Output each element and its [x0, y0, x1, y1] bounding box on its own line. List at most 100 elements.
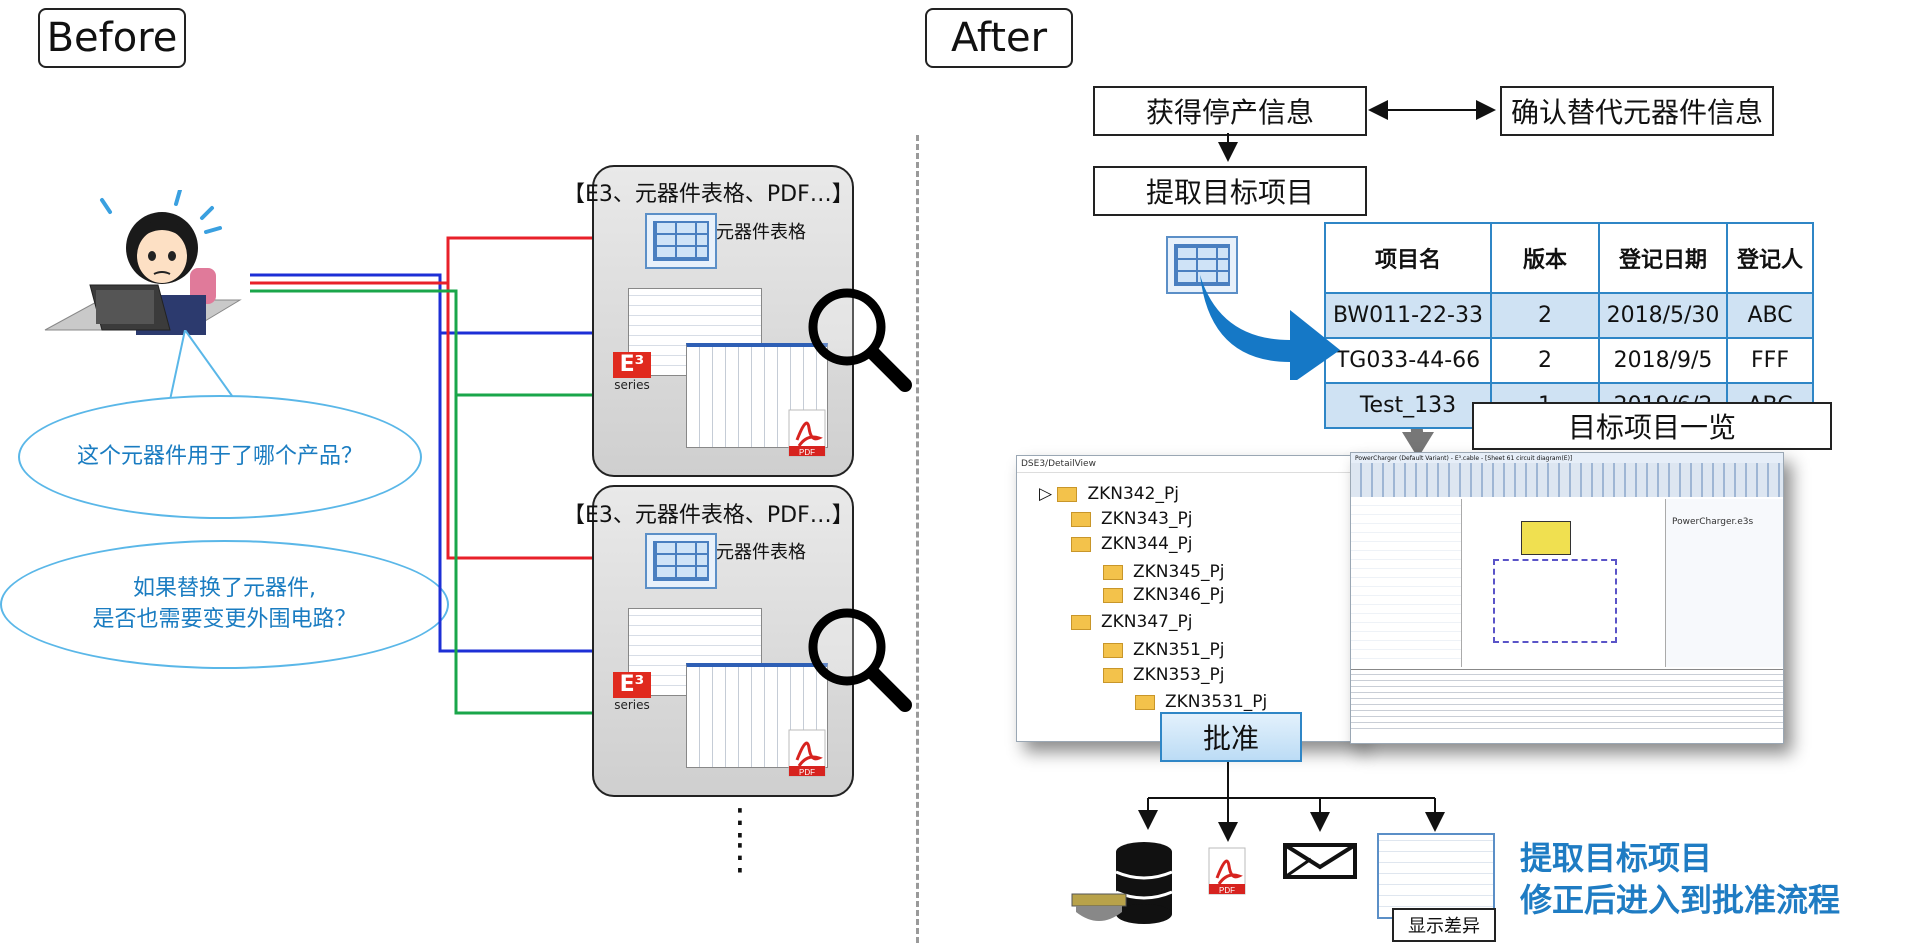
e3-project-tree-panel	[1351, 499, 1462, 667]
folder-icon	[1103, 642, 1123, 658]
tree-item-label: ZKN346_Pj	[1133, 585, 1225, 605]
e3-schematic-canvas	[1463, 499, 1663, 667]
continuation-ellipsis: ⋮	[722, 802, 758, 843]
pdf-icon: PDF	[788, 729, 826, 777]
folder-icon	[1071, 536, 1091, 552]
e3-application-window: PowerCharger (Default Variant) - E³.cabl…	[1350, 452, 1784, 744]
tree-item-label: ZKN351_Pj	[1133, 640, 1225, 660]
table-cell: 2	[1490, 292, 1600, 339]
e3-window-title: PowerCharger (Default Variant) - E³.cabl…	[1351, 453, 1783, 464]
tree-item[interactable]: ZKN347_Pj	[1071, 612, 1192, 632]
pdf-icon-label: PDF	[799, 768, 815, 777]
connector-lines	[250, 223, 686, 728]
flow-step-confirm-replacement: 确认替代元器件信息	[1500, 86, 1774, 136]
e3-toolbar	[1351, 463, 1783, 497]
e3-logo-mark: E³	[613, 672, 651, 698]
table-cell: Test_133	[1324, 382, 1492, 429]
tree-item-label: ZKN3531_Pj	[1165, 692, 1268, 712]
e3-message-log	[1351, 669, 1783, 734]
result-text-line1: 提取目标项目	[1520, 839, 1713, 877]
folder-icon	[1135, 694, 1155, 710]
database-icon	[1071, 842, 1173, 924]
tree-item-label: ZKN343_Pj	[1101, 509, 1193, 529]
e3-series-logo: E³ series	[613, 672, 651, 716]
tree-item[interactable]: ZKN351_Pj	[1103, 640, 1224, 660]
schematic-wires	[1493, 559, 1617, 643]
file-group-2-title: 【E3、元器件表格、PDF…】	[563, 503, 854, 528]
table-cell: TG033-44-66	[1324, 337, 1492, 384]
tree-item[interactable]: ZKN344_Pj	[1071, 534, 1192, 554]
before-label: Before	[38, 8, 186, 68]
col-header-register-date: 登记日期	[1598, 222, 1728, 294]
e3-logo-series: series	[614, 698, 650, 712]
flow-step-obtain-eol: 获得停产信息	[1093, 86, 1367, 136]
table-cell: FFF	[1726, 337, 1814, 384]
pdf-icon-label: PDF	[1219, 886, 1235, 895]
show-diff-label: 显示差异	[1392, 908, 1496, 942]
question-bubble-1: 这个元器件用于了哪个产品？	[18, 395, 422, 519]
table-cell: 2	[1490, 337, 1600, 384]
table-cell: BW011-22-33	[1324, 292, 1492, 339]
col-header-project-name: 项目名	[1324, 222, 1492, 294]
tree-item-label: ZKN347_Pj	[1101, 612, 1193, 632]
table-row[interactable]: BW011-22-33 2 2018/5/30 ABC	[1324, 292, 1814, 339]
table-row[interactable]: TG033-44-66 2 2018/9/5 FFF	[1324, 337, 1814, 384]
tree-item-label: ZKN344_Pj	[1101, 534, 1193, 554]
folder-icon	[1103, 667, 1123, 683]
table-cell: 2018/9/5	[1598, 337, 1728, 384]
table-cell: 2018/5/30	[1598, 292, 1728, 339]
parts-table-icon	[645, 213, 717, 269]
e3-properties-panel: PowerCharger.e3s	[1665, 499, 1783, 667]
detail-view-window: DSE3/DetailView ▷ ZKN342_Pj ZKN343_Pj ZK…	[1016, 455, 1358, 742]
curved-blue-arrow	[1200, 275, 1340, 380]
section-divider	[916, 135, 919, 943]
tree-item[interactable]: ZKN345_Pj	[1103, 562, 1224, 582]
worried-person-icon	[44, 190, 242, 335]
file-group-1-title: 【E3、元器件表格、PDF…】	[563, 182, 854, 207]
question-1-text: 这个元器件用于了哪个产品？	[76, 443, 363, 469]
question-2-line1: 如果替换了元器件,	[133, 575, 316, 601]
target-project-list-label: 目标项目一览	[1472, 402, 1832, 450]
tree-item-label: ZKN353_Pj	[1133, 665, 1225, 685]
tree-item[interactable]: ▷ ZKN342_Pj	[1039, 484, 1179, 504]
e3-logo-mark: E³	[613, 352, 651, 378]
schematic-pdf-thumbnail	[686, 663, 828, 768]
parts-table-label: 元器件表格	[716, 542, 806, 563]
tree-item-label: ZKN342_Pj	[1087, 484, 1179, 504]
parts-table-label: 元器件表格	[716, 222, 806, 243]
tree-item-label: ZKN345_Pj	[1133, 562, 1225, 582]
question-2-line2: 是否也需要变更外围电路？	[92, 606, 357, 632]
question-bubble-2: 如果替换了元器件, 是否也需要变更外围电路？	[0, 540, 449, 669]
mail-icon	[1283, 843, 1357, 879]
col-header-registrant: 登记人	[1726, 222, 1814, 294]
result-text: 提取目标项目 修正后进入到批准流程	[1520, 838, 1840, 921]
col-header-version: 版本	[1490, 222, 1600, 294]
e3-series-logo: E³ series	[613, 352, 651, 396]
tree-item[interactable]: ZKN343_Pj	[1071, 509, 1192, 529]
folder-icon	[1103, 564, 1123, 580]
parts-table-icon	[645, 533, 717, 589]
folder-icon	[1071, 614, 1091, 630]
after-label: After	[925, 8, 1073, 68]
e3-properties-file: PowerCharger.e3s	[1672, 517, 1754, 527]
target-project-table: 项目名 版本 登记日期 登记人 BW011-22-33 2 2018/5/30 …	[1324, 222, 1814, 429]
pdf-output-icon: PDF	[1208, 847, 1246, 895]
magnifier-icon	[808, 288, 912, 392]
folder-icon	[1071, 511, 1091, 527]
flow-step-extract-target: 提取目标项目	[1093, 166, 1367, 216]
tree-item[interactable]: ZKN3531_Pj	[1135, 692, 1267, 712]
pdf-icon: PDF	[788, 409, 826, 457]
pdf-icon-label: PDF	[799, 448, 815, 457]
schematic-component	[1521, 521, 1571, 555]
folder-icon	[1103, 587, 1123, 603]
tree-item[interactable]: ZKN353_Pj	[1103, 665, 1224, 685]
diff-view-thumbnail	[1377, 833, 1495, 919]
result-text-line2: 修正后进入到批准流程	[1520, 880, 1841, 919]
magnifier-icon	[808, 608, 912, 712]
continuation-ellipsis: ⋮	[722, 837, 758, 878]
table-cell: ABC	[1726, 292, 1814, 339]
tree-item[interactable]: ZKN346_Pj	[1103, 585, 1224, 605]
folder-icon	[1057, 486, 1078, 502]
detail-view-title: DSE3/DetailView	[1017, 456, 1357, 473]
approve-button[interactable]: 批准	[1160, 712, 1302, 762]
